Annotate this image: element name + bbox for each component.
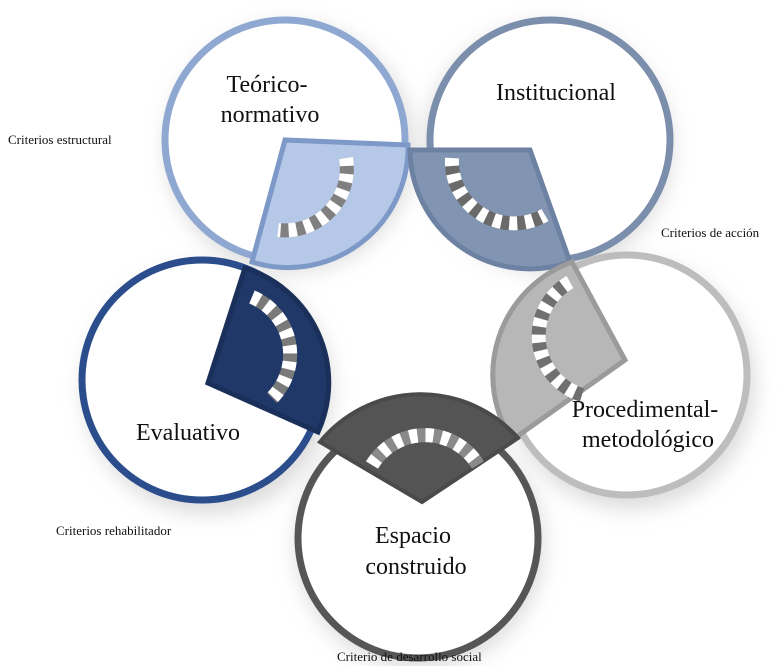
label-teorico-line2: normativo [221,102,320,128]
svg-text:Institucional: Institucional [496,80,616,106]
label-evaluativo: Evaluativo [136,420,240,446]
label-criterios-rehabilitador: Criterios rehabilitador [56,523,172,538]
label-teorico-line1: Teórico- [227,72,308,98]
circle-evaluativo: Evaluativo [78,256,332,504]
label-procedimental-line1: Procedimental- [572,397,719,423]
circle-institucional: Institucional [407,16,674,272]
circle-procedimental: Procedimental- metodológico [490,251,751,499]
wedge-evaluativo [204,264,332,436]
label-procedimental-line2: metodológico [582,427,714,453]
svg-text:Teórico- normativo: Teórico- normativo [221,72,320,128]
svg-text:Evaluativo: Evaluativo [136,420,240,446]
circle-teorico-normativo: Teórico- normativo [161,16,411,271]
svg-text:Espacio construido: Espacio construido [365,523,466,580]
label-espacio-line1: Espacio [375,523,451,549]
svg-text:Procedimental- metodológ: Procedimental- metodológico [572,397,725,453]
circle-espacio-construido: Espacio construido [294,392,542,662]
label-criterios-estructural: Criterios estructural [8,132,112,147]
label-espacio-line2: construido [365,554,466,580]
label-criterio-desarrollo-social: Criterio de desarrollo social [337,649,482,664]
label-institucional: Institucional [496,80,616,106]
wedge-espacio [316,392,522,505]
label-criterios-accion: Criterios de acción [661,225,760,240]
